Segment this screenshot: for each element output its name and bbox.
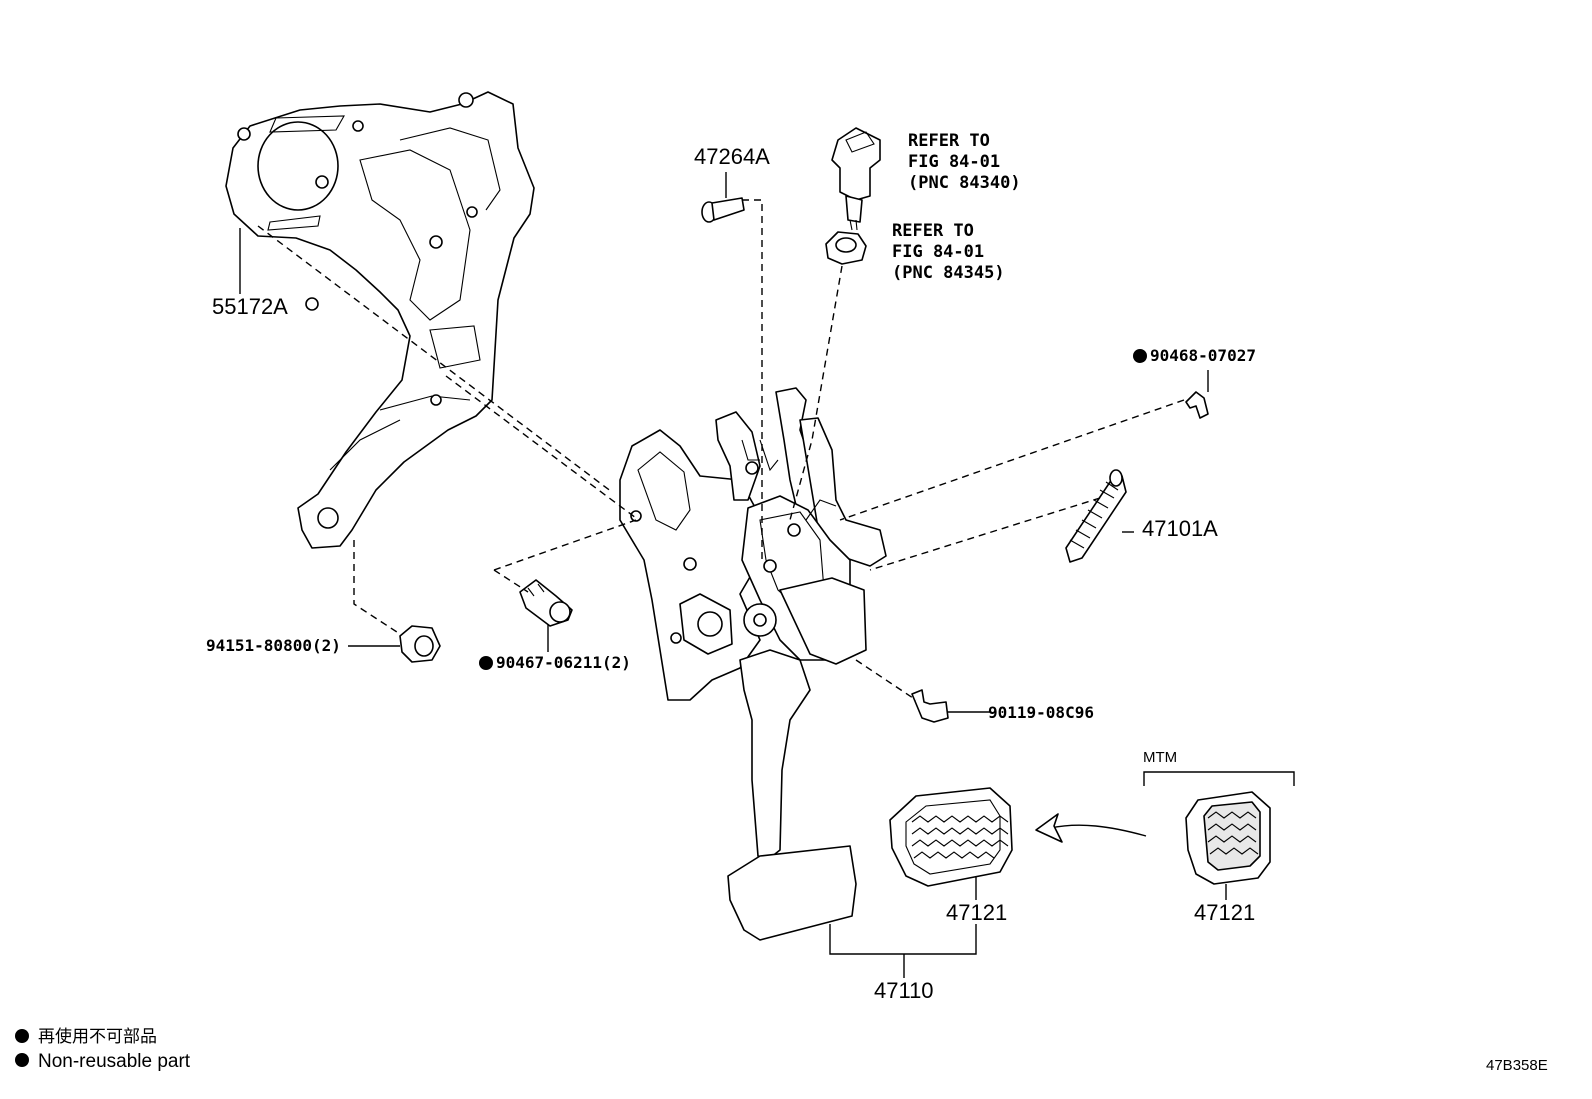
pedal-pad-left-drawing <box>889 787 1013 887</box>
dashed-guides <box>257 199 1185 701</box>
legend-marker-english <box>15 1053 29 1067</box>
collar-drawing <box>519 579 573 627</box>
bracket-drawing <box>225 91 535 549</box>
non-reusable-marker-collar <box>479 656 493 670</box>
legend-cjk-text: 再使用不可部品 <box>38 1026 157 1047</box>
label-pad-right: 47121 <box>1194 900 1255 925</box>
label-pad-left: 47121 <box>946 900 1007 925</box>
mtm-arrow <box>1035 813 1147 843</box>
label-mtm: MTM <box>1143 749 1177 766</box>
clip-drawing <box>1185 391 1209 419</box>
label-clip-part: 90468-07027 <box>1150 346 1256 365</box>
figure-code: 47B358E <box>1486 1057 1548 1074</box>
label-clip-ref-line3: (PNC 84345) <box>892 263 1005 283</box>
label-pedal-assembly: 47110 <box>874 978 934 1003</box>
label-collar: 90467-06211(2) <box>496 653 631 672</box>
label-clip-ref-line1: REFER TO <box>892 221 974 241</box>
pedal-pad-right-drawing <box>1185 791 1271 885</box>
label-pin: 47264A <box>694 144 770 169</box>
label-switch-ref-line3: (PNC 84340) <box>908 173 1021 193</box>
label-switch-ref-line1: REFER TO <box>908 131 990 151</box>
pin-drawing <box>701 197 745 223</box>
legend-marker-cjk <box>15 1029 29 1043</box>
non-reusable-marker-clip <box>1133 349 1147 363</box>
switch-clip-drawing <box>825 231 867 265</box>
label-switch-ref-line2: FIG 84-01 <box>908 152 1000 172</box>
bolt-drawing <box>911 689 949 723</box>
legend: 再使用不可部品 Non-reusable part <box>15 1026 191 1072</box>
label-bolt: 90119-08C96 <box>988 703 1094 722</box>
label-bushing: 94151-80800(2) <box>206 636 341 655</box>
spring-drawing <box>1065 469 1127 563</box>
legend-english-text: Non-reusable part <box>38 1051 191 1072</box>
switch-drawing <box>831 127 881 231</box>
leader-lines <box>239 172 1295 978</box>
label-clip-ref-line2: FIG 84-01 <box>892 242 984 262</box>
label-spring: 47101A <box>1142 516 1218 541</box>
bushing-drawing <box>399 625 441 663</box>
pedal-assembly-drawing <box>619 387 887 941</box>
label-bracket: 55172A <box>212 294 288 319</box>
